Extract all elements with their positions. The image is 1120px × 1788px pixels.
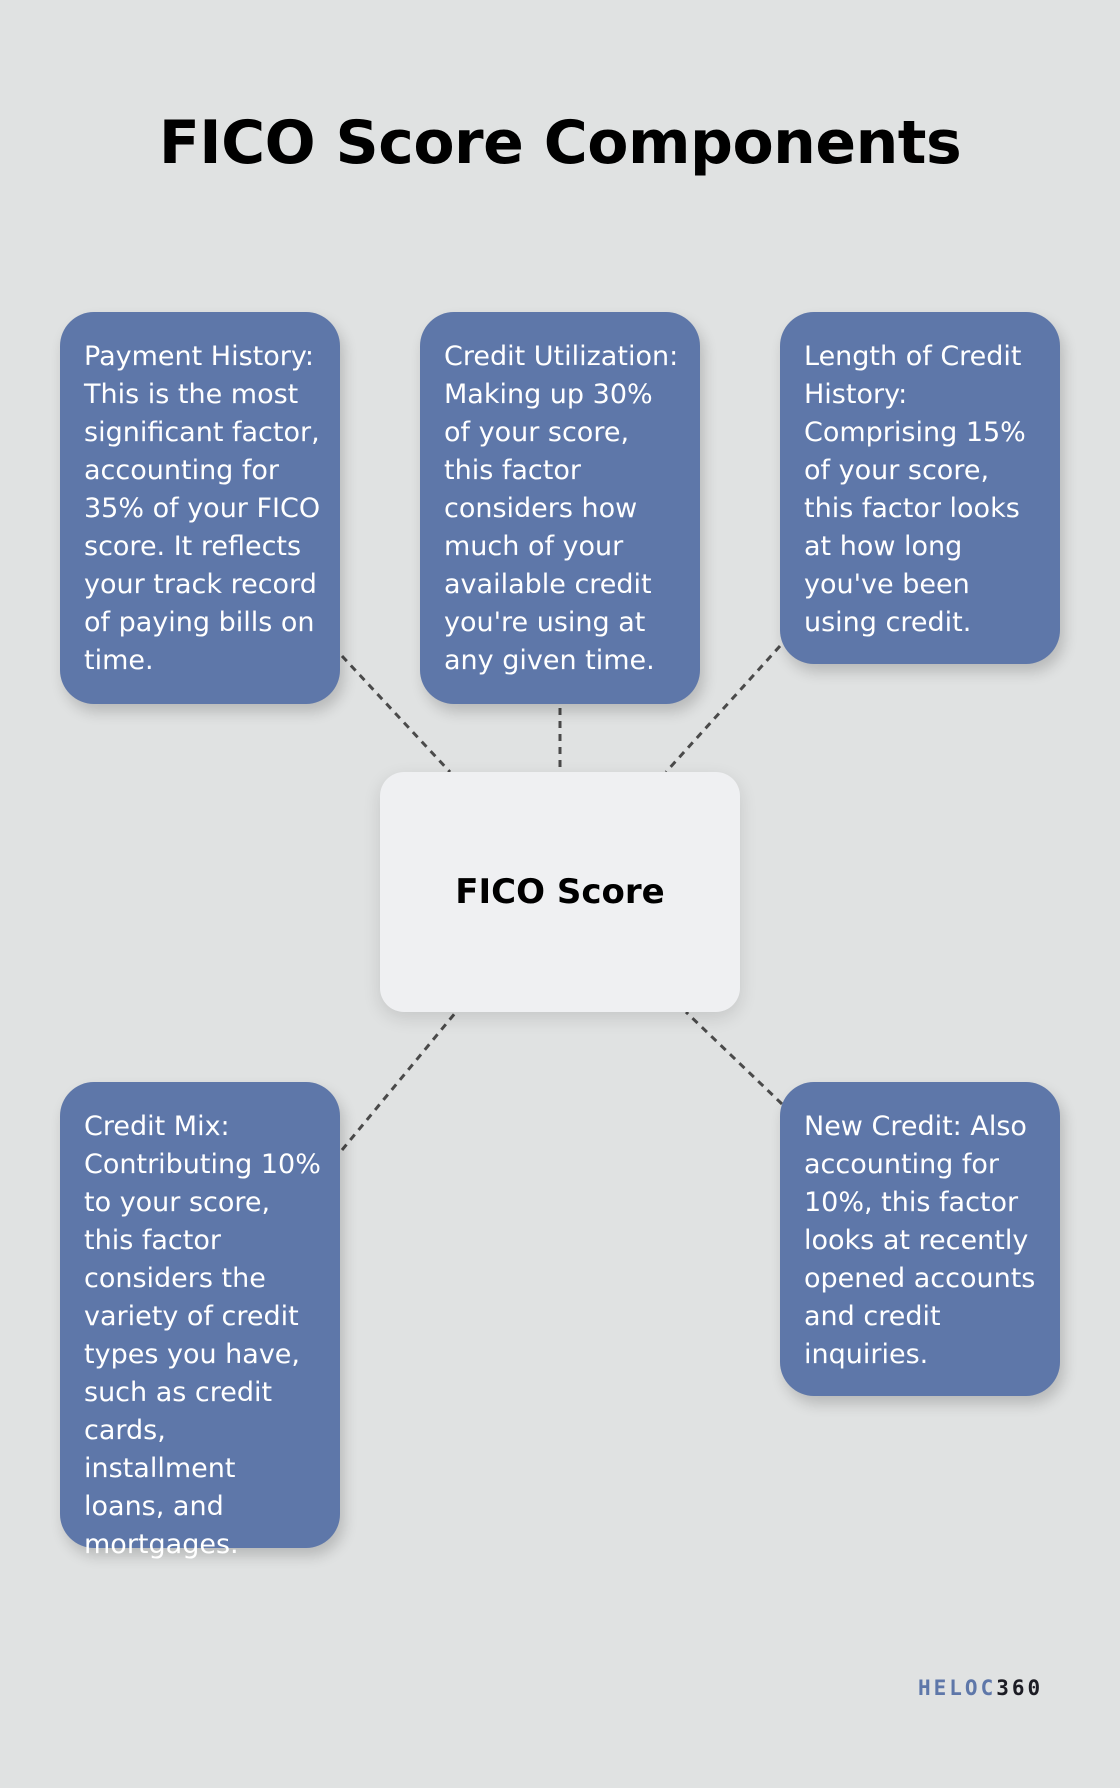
connector-new-credit [684,1010,784,1106]
connector-credit-mix [340,1011,458,1151]
length-of-credit-history-text: Length of Credit History: Comprising 15%… [804,341,1026,638]
length-of-credit-history-card: Length of Credit History: Comprising 15%… [780,312,1060,664]
fico-score-node: FICO Score [380,772,740,1012]
new-credit-text: New Credit: Also accounting for 10%, thi… [804,1111,1036,1370]
new-credit-card: New Credit: Also accounting for 10%, thi… [780,1082,1060,1396]
connector-length-of-credit-history [664,644,782,774]
connector-payment-history [340,654,452,774]
payment-history-text: Payment History: This is the most signif… [84,341,321,676]
credit-mix-text: Credit Mix: Contributing 10% to your sco… [84,1111,321,1560]
credit-mix-card: Credit Mix: Contributing 10% to your sco… [60,1082,340,1560]
logo-part-heloc: HELOC [918,1676,997,1700]
logo-part-360: 360 [996,1676,1044,1700]
credit-utilization-card: Credit Utilization: Making up 30% of you… [420,312,700,704]
heloc360-logo: HELOC360 [918,1676,1043,1700]
page-title: FICO Score Components [158,108,962,178]
payment-history-card: Payment History: This is the most signif… [60,312,340,704]
fico-score-label: FICO Score [455,872,665,912]
credit-utilization-text: Credit Utilization: Making up 30% of you… [444,341,679,676]
